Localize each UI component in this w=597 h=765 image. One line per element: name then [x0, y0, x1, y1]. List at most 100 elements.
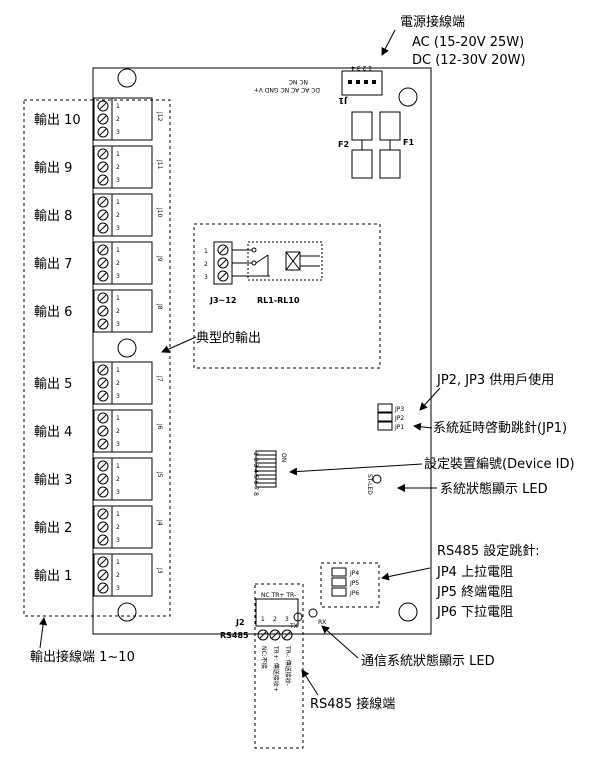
screw-icon — [97, 257, 109, 269]
screw-slot — [99, 320, 107, 328]
screw-slot — [99, 246, 107, 254]
rs485-pin-2: 2 — [273, 616, 277, 623]
output-pin-number: 2 — [116, 428, 120, 435]
jp5-label: JP5 — [349, 580, 359, 587]
screw-icon — [97, 209, 109, 221]
screw-slot — [99, 440, 107, 448]
screw-icon — [97, 292, 109, 304]
jp1-arrow — [413, 422, 433, 431]
output-pin-number: 1 — [116, 559, 120, 566]
screw-slot — [99, 224, 107, 232]
device-id-arrow — [289, 463, 423, 476]
output-label: 輸出 7 — [34, 257, 72, 272]
rs485-trm-text: TR-: 傳送接收- — [284, 645, 292, 686]
screw-slot — [99, 523, 107, 531]
screw-icon — [97, 425, 109, 437]
fuse-f2 — [351, 111, 373, 179]
rs485-caption: RS485 接線端 — [310, 696, 395, 712]
screw-slot — [99, 536, 107, 544]
rs485-jumper-arrow — [381, 567, 431, 581]
typical-pin-3: 3 — [204, 274, 208, 281]
output-jumper-label: J9 — [156, 255, 163, 262]
screw-slot — [99, 584, 107, 592]
screw-slot — [99, 272, 107, 280]
rs485-pin-3: 3 — [285, 616, 289, 623]
rs485-pin-1: 1 — [261, 616, 265, 623]
tx-label: TX — [289, 623, 298, 630]
relay-body — [111, 193, 153, 237]
mount-hole-tl — [117, 68, 137, 88]
screw-slot — [99, 150, 107, 158]
output-caption: 輸出接線端 1~10 — [30, 649, 135, 665]
screw-slot — [99, 427, 107, 435]
relay-body — [111, 241, 153, 285]
rs485-j2-label: J2 — [235, 618, 245, 627]
jp23-text: JP2, JP3 供用戶使用 — [436, 372, 554, 388]
output-pin-number: 3 — [116, 393, 120, 400]
power-title: 電源接線端 — [400, 14, 465, 30]
power-ac: AC (15-20V 25W) — [412, 35, 524, 50]
screw-slot — [99, 379, 107, 387]
output-jumper-label: J11 — [156, 159, 163, 170]
output-pin-number: 2 — [116, 572, 120, 579]
output-pin-number: 1 — [116, 151, 120, 158]
screw-icon — [97, 244, 109, 256]
screw-icon — [97, 364, 109, 376]
screw-icon — [97, 486, 109, 498]
screw-slot — [99, 558, 107, 566]
status-led-label: ST-LED — [366, 474, 373, 495]
fuse-f1 — [379, 111, 401, 179]
screw-icon — [97, 556, 109, 568]
output-pin-number: 3 — [116, 489, 120, 496]
power-dc: DC (12-30V 20W) — [412, 53, 526, 68]
output-jumper-label: J6 — [156, 423, 163, 430]
output-label: 輸出 9 — [34, 161, 72, 176]
relay-body — [111, 289, 153, 333]
j1-pins — [348, 80, 376, 84]
screw-icon — [97, 126, 109, 138]
output-pin-number: 2 — [116, 260, 120, 267]
j1-label: J1 — [338, 96, 348, 105]
rs485-pin-names: NC TR+ TR- — [261, 592, 296, 599]
screw-icon — [97, 318, 109, 330]
mount-hole-ml — [117, 338, 137, 358]
output-pin-number: 2 — [116, 380, 120, 387]
screw-slot — [99, 510, 107, 518]
screw-slot — [99, 392, 107, 400]
output-label: 輸出 8 — [34, 209, 72, 224]
screw-icon — [97, 161, 109, 173]
jp3-label: JP3 — [394, 406, 404, 413]
relay-body — [111, 505, 153, 549]
screw-icon — [97, 100, 109, 112]
typical-pin-1: 1 — [204, 248, 208, 255]
rs485-label: RS485 — [220, 631, 249, 640]
screw-icon — [97, 438, 109, 450]
j1-pin-numbers: 1 2 3 4 — [351, 64, 372, 71]
screw-slot — [99, 307, 107, 315]
screw-icon — [97, 174, 109, 186]
j1-pin-labels2: NC NC — [289, 78, 308, 85]
output-jumper-label: J4 — [156, 519, 163, 526]
output-pin-number: 3 — [116, 225, 120, 232]
screw-icon — [97, 390, 109, 402]
relay-body — [111, 553, 153, 597]
typical-pin-2: 2 — [204, 261, 208, 268]
output-label: 輸出 5 — [34, 377, 72, 392]
mount-hole-bl — [117, 602, 137, 622]
output-pin-number: 2 — [116, 476, 120, 483]
screw-slot — [99, 366, 107, 374]
jp1-label: JP1 — [394, 424, 404, 431]
dip-on-label: ON — [280, 453, 287, 462]
output-pin-number: 2 — [116, 524, 120, 531]
fuse-f2-label: F2 — [338, 140, 349, 149]
screw-icon — [97, 569, 109, 581]
output-pin-number: 3 — [116, 273, 120, 280]
screw-icon — [97, 460, 109, 472]
jp1-text: 系統延時啓動跳針(JP1) — [433, 421, 567, 436]
status-led — [372, 474, 382, 484]
output-pin-number: 2 — [116, 164, 120, 171]
rx-label: RX — [318, 619, 326, 626]
